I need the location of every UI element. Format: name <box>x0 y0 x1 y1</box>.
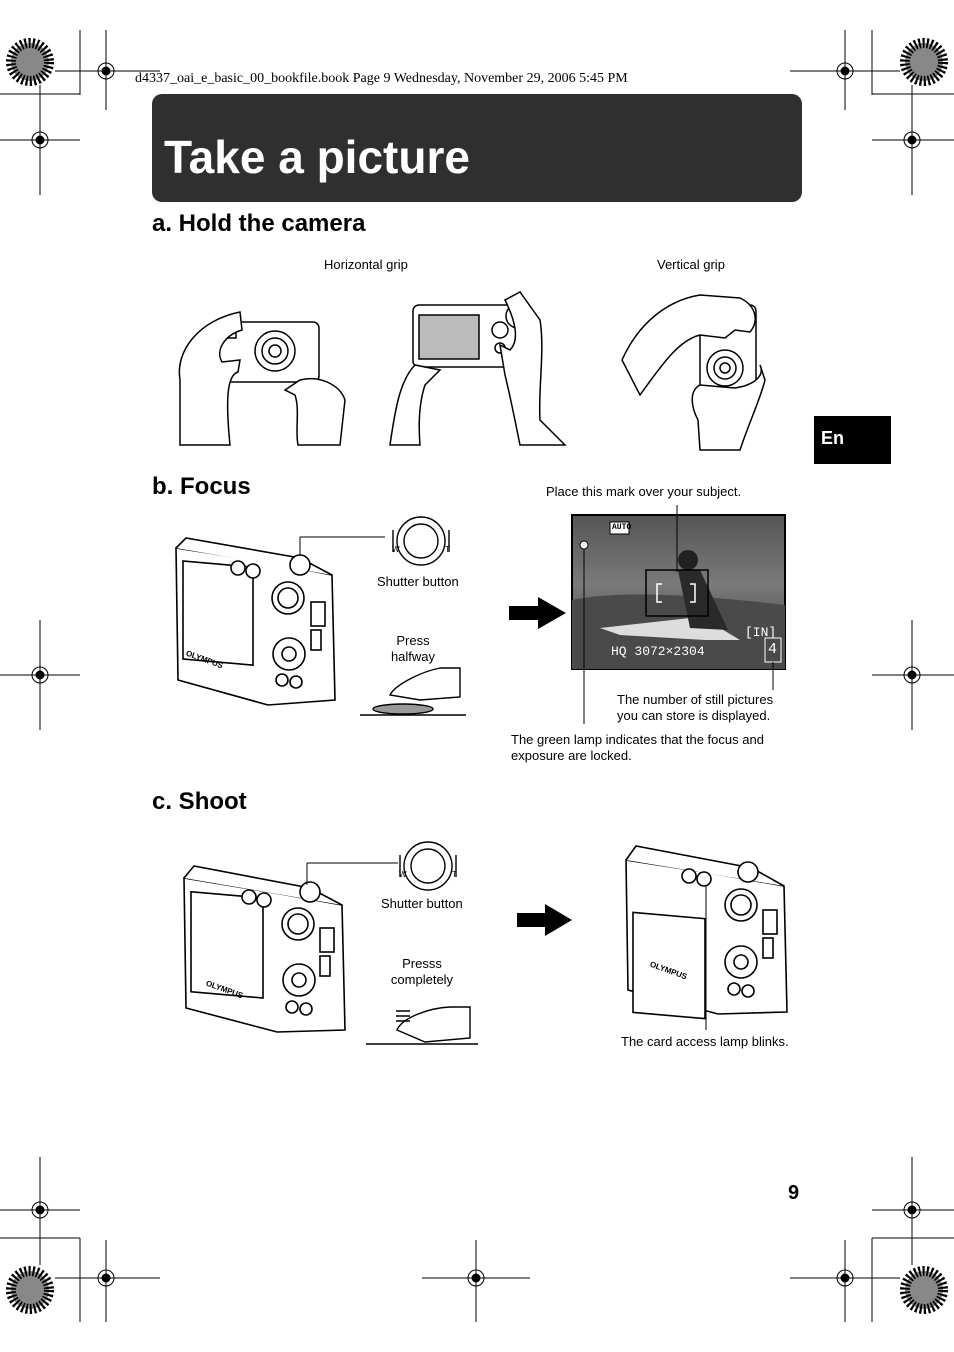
lcd-memory-indicator: [IN] <box>745 625 777 640</box>
shoot-press-caption-1: Presss <box>402 956 442 971</box>
lamp-caption-2: exposure are locked. <box>511 748 632 763</box>
count-caption-2: you can store is displayed. <box>617 708 771 723</box>
title-bar <box>152 94 802 202</box>
shoot-press-caption-2: completely <box>390 972 454 987</box>
card-lamp-caption: The card access lamp blinks. <box>621 1034 789 1049</box>
section-a-heading: a. Hold the camera <box>152 210 366 237</box>
lamp-caption-1: The green lamp indicates that the focus … <box>511 732 764 747</box>
focus-press-caption-1: Press <box>396 633 430 648</box>
lcd-picture-count: 4 <box>768 641 778 658</box>
focus-shutter-caption: Shutter button <box>377 574 459 589</box>
horizontal-grip-caption: Horizontal grip <box>324 257 408 272</box>
page-number: 9 <box>788 1182 800 1204</box>
language-tab: En <box>814 416 891 464</box>
lcd-quality-indicator: HQ 3072×2304 <box>611 644 705 659</box>
lcd-mode-indicator: AUTO <box>612 523 632 532</box>
mark-caption: Place this mark over your subject. <box>546 484 742 499</box>
vertical-grip-caption: Vertical grip <box>657 257 725 272</box>
file-header-line: d4337_oai_e_basic_00_bookfile.book Page … <box>135 71 628 86</box>
focus-press-caption-2: halfway <box>390 649 436 664</box>
count-caption-1: The number of still pictures <box>617 692 774 707</box>
page-title: Take a picture <box>164 131 470 183</box>
section-b-heading: b. Focus <box>152 473 251 500</box>
section-c-heading: c. Shoot <box>152 788 247 815</box>
shoot-shutter-caption: Shutter button <box>381 896 463 911</box>
